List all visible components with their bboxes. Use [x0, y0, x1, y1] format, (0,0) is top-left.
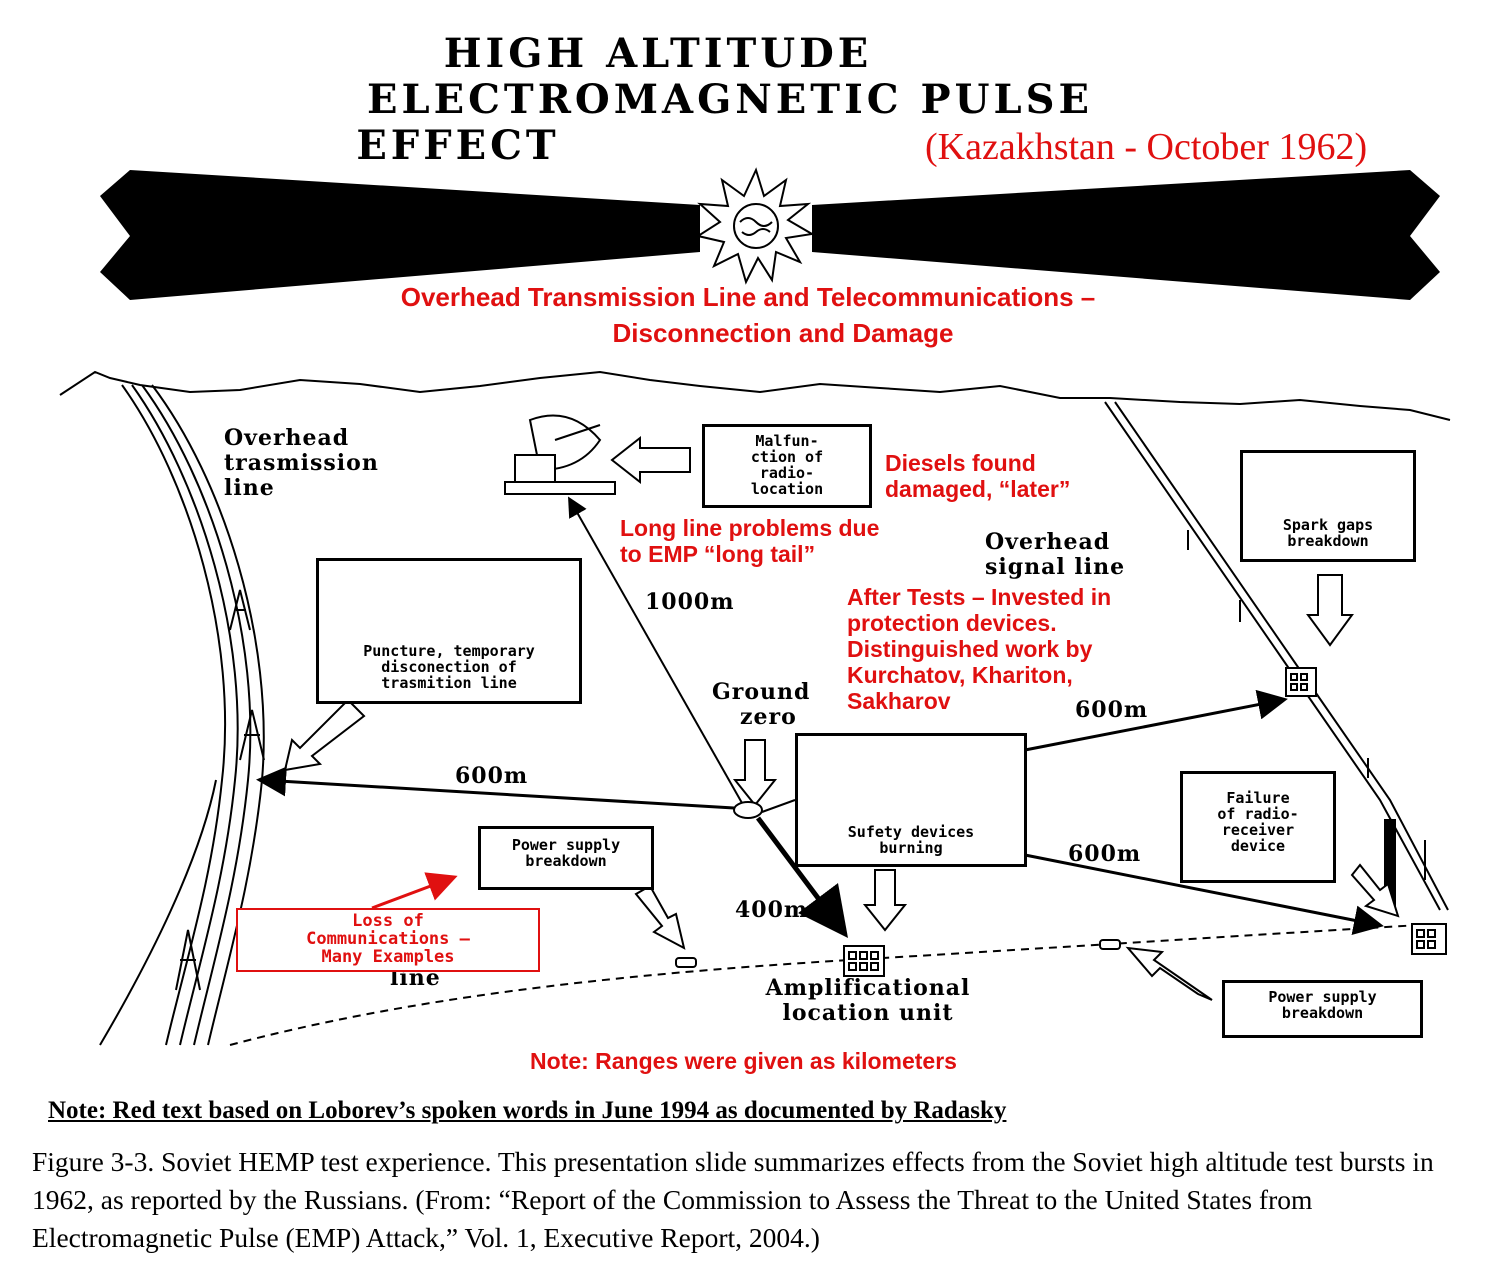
building-upper-right [1285, 667, 1317, 697]
signal-line-right [1104, 401, 1449, 911]
note-long-line: Long line problems due to EMP “long tail… [620, 515, 880, 567]
note-ranges: Note: Ranges were given as kilometers [530, 1048, 957, 1074]
note-diesels: Diesels found damaged, “later” [885, 450, 1071, 502]
box-safety-devices: Sufety devices burning [795, 733, 1027, 867]
radar-dish-icon [504, 414, 616, 495]
subtitle: (Kazakhstan - October 1962) [925, 126, 1368, 168]
line-connectors [675, 939, 1121, 968]
underlined-note: Note: Red text based on Loborev’s spoken… [48, 1097, 1007, 1124]
building-lower-right [1411, 923, 1447, 955]
box-power-supply-right: Power supply breakdown [1222, 980, 1423, 1038]
burst-beams [100, 170, 1440, 300]
red-arrow [371, 872, 458, 910]
label-600m-upper-right: 600m [1075, 697, 1149, 723]
ground-zero-marker [733, 801, 763, 819]
distance-lines [256, 496, 1384, 938]
burst-star-icon [695, 167, 815, 285]
box-malfunction: Malfun- ction of radio- location [702, 424, 872, 508]
mountain-range [59, 370, 1451, 421]
title-line-1: HIGH ALTITUDE [443, 30, 873, 77]
label-600m-left: 600m [455, 763, 529, 789]
label-overhead-signal: Overhead signal line [985, 529, 1126, 580]
label-600m-lower-right: 600m [1068, 841, 1142, 867]
hollow-arrows [283, 435, 1400, 1001]
label-400m: 400m [735, 897, 809, 923]
box-loss-communications: Loss of Communications – Many Examples [236, 908, 540, 972]
building-icons [843, 667, 1447, 977]
communication-line [229, 924, 1421, 1046]
figure-caption: Figure 3-3. Soviet HEMP test experience.… [32, 1146, 1434, 1253]
label-1000m: 1000m [645, 589, 735, 615]
transmission-line-left [99, 384, 265, 1046]
title-line-3: EFFECT [356, 122, 560, 169]
box-puncture: Puncture, temporary disconection of tras… [316, 558, 582, 704]
note-after-tests: After Tests – Invested in protection dev… [847, 584, 1112, 714]
box-failure-radio-receiver: Failure of radio- receiver device [1180, 771, 1336, 883]
label-overhead-transmission: Overhead trasmission line [224, 425, 379, 501]
red-heading-line-1: Overhead Transmission Line and Telecommu… [400, 282, 1096, 312]
box-power-supply-left: Power supply breakdown [478, 826, 654, 890]
box-spark-gaps: Spark gaps breakdown [1240, 450, 1416, 562]
label-amplificational: Amplificational location unit [765, 975, 971, 1026]
red-heading-line-2: Disconnection and Damage [612, 318, 954, 348]
building-amplificational [843, 945, 885, 977]
title-line-2: ELECTROMAGNETIC PULSE [366, 76, 1093, 123]
label-ground-zero: Ground zero [712, 679, 811, 730]
